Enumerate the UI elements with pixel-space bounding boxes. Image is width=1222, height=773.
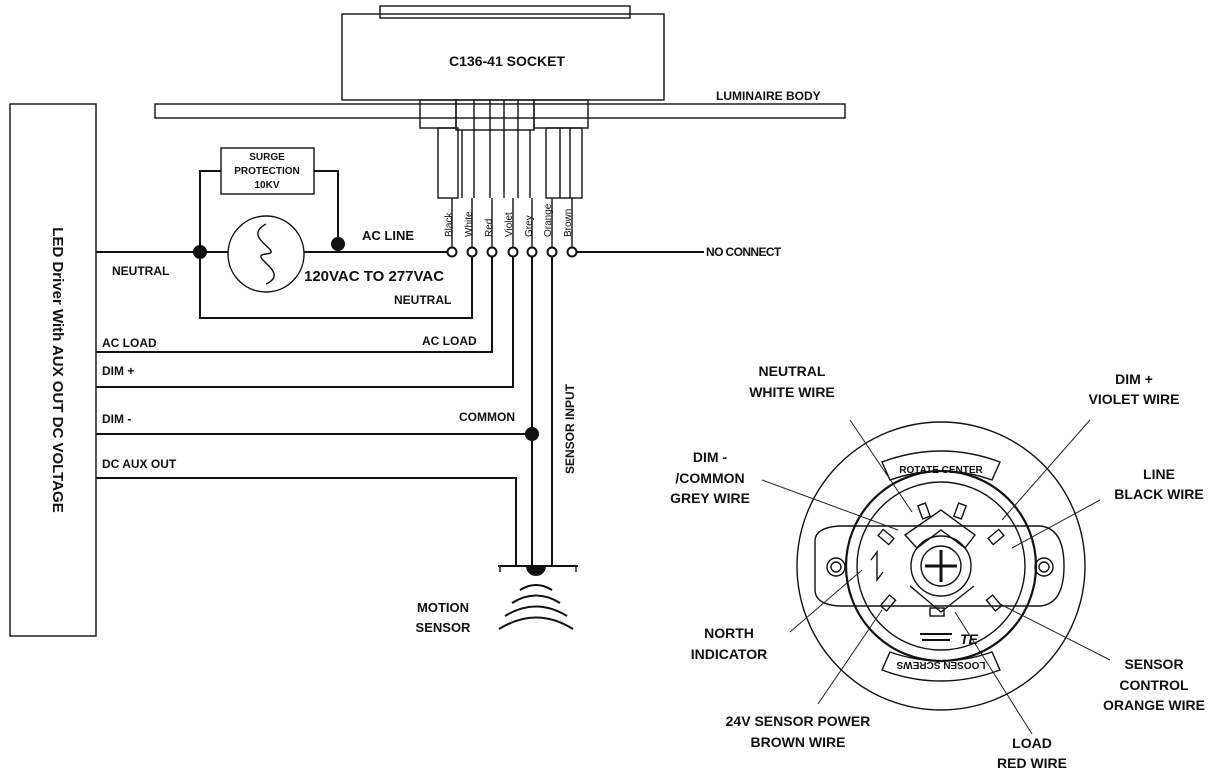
label-common: COMMON bbox=[459, 410, 515, 424]
label-sensor-input: SENSOR INPUT bbox=[563, 383, 577, 474]
wire-label-brown: Brown bbox=[563, 209, 574, 237]
wiring-labels: AC LINE NEUTRAL 120VAC TO 277VAC NEUTRAL… bbox=[102, 228, 783, 474]
receptacle-bottom-text: LOOSEN SCREWS bbox=[896, 659, 985, 670]
socket: C136-41 SOCKET bbox=[341, 5, 665, 101]
surge-line3: 10KV bbox=[254, 180, 279, 191]
label-dim-minus: DIM - bbox=[102, 412, 131, 426]
socket-title: C136-41 SOCKET bbox=[449, 53, 565, 69]
callout-north-1: NORTH bbox=[704, 625, 754, 641]
callout-load-1: LOAD bbox=[1012, 735, 1052, 751]
callout-dimm-1: DIM - bbox=[693, 449, 728, 465]
callout-dimm-2: /COMMON bbox=[675, 470, 744, 486]
wire-labels: Black White Red Violet Grey Orange Brown bbox=[444, 203, 574, 237]
callout-dimm-3: GREY WIRE bbox=[670, 490, 750, 506]
label-voltage: 120VAC TO 277VAC bbox=[304, 268, 444, 285]
label-dim-plus: DIM + bbox=[102, 364, 134, 378]
receptacle: ROTATE CENTER LOOSEN SCREWS TE bbox=[796, 421, 1086, 711]
surge-line2: PROTECTION bbox=[234, 166, 300, 177]
callout-neutral-1: NEUTRAL bbox=[759, 363, 826, 379]
label-dc-aux-out: DC AUX OUT bbox=[102, 457, 177, 471]
receptacle-top-text: ROTATE CENTER bbox=[899, 465, 983, 476]
wire-label-black: Black bbox=[444, 212, 455, 237]
surge-line1: SURGE bbox=[249, 152, 285, 163]
motion-sensor: MOTION SENSOR bbox=[416, 565, 578, 635]
luminaire-body-label: LUMINAIRE BODY bbox=[716, 89, 821, 103]
wire-label-red: Red bbox=[484, 219, 495, 237]
callout-line-1: LINE bbox=[1143, 466, 1175, 482]
wire-label-orange: Orange bbox=[543, 203, 554, 237]
callout-dimp-1: DIM + bbox=[1115, 371, 1153, 387]
motion-label-1: MOTION bbox=[417, 600, 469, 615]
wire-label-violet: Violet bbox=[504, 212, 515, 237]
led-driver: LED Driver With AUX OUT DC VOLTAGE bbox=[9, 103, 97, 637]
receptacle-brand: TE bbox=[960, 631, 979, 647]
wiring bbox=[96, 198, 704, 566]
callout-sensor-1: SENSOR bbox=[1124, 656, 1183, 672]
callout-sensor-3: ORANGE WIRE bbox=[1103, 697, 1205, 713]
label-ac-load-left: AC LOAD bbox=[102, 336, 157, 350]
callout-neutral-2: WHITE WIRE bbox=[749, 384, 835, 400]
luminaire-body: LUMINAIRE BODY bbox=[154, 89, 846, 119]
surge-protection: SURGE PROTECTION 10KV bbox=[199, 147, 339, 252]
label-ac-load-right: AC LOAD bbox=[422, 334, 477, 348]
callout-pwr-1: 24V SENSOR POWER bbox=[726, 713, 871, 729]
junction-dots bbox=[193, 237, 578, 441]
callout-north-2: INDICATOR bbox=[691, 646, 767, 662]
socket-contacts bbox=[419, 99, 589, 199]
wire-label-white: White bbox=[464, 211, 475, 237]
label-no-connect: NO CONNECT bbox=[706, 245, 782, 259]
label-neutral-right: NEUTRAL bbox=[394, 293, 451, 307]
label-ac-line: AC LINE bbox=[362, 228, 414, 243]
ac-source-icon bbox=[227, 215, 305, 293]
motion-label-2: SENSOR bbox=[416, 620, 472, 635]
callout-sensor-2: CONTROL bbox=[1119, 677, 1189, 693]
callout-dimp-2: VIOLET WIRE bbox=[1089, 391, 1180, 407]
callout-line-2: BLACK WIRE bbox=[1114, 486, 1203, 502]
receptacle-callouts: NEUTRAL WHITE WIRE DIM + VIOLET WIRE DIM… bbox=[670, 363, 1205, 771]
receptacle-leaders bbox=[761, 419, 1111, 735]
label-neutral-left: NEUTRAL bbox=[112, 264, 169, 278]
wire-label-grey: Grey bbox=[524, 215, 535, 237]
led-driver-label: LED Driver With AUX OUT DC VOLTAGE bbox=[49, 227, 66, 512]
callout-pwr-2: BROWN WIRE bbox=[751, 734, 846, 750]
callout-load-2: RED WIRE bbox=[997, 755, 1067, 771]
